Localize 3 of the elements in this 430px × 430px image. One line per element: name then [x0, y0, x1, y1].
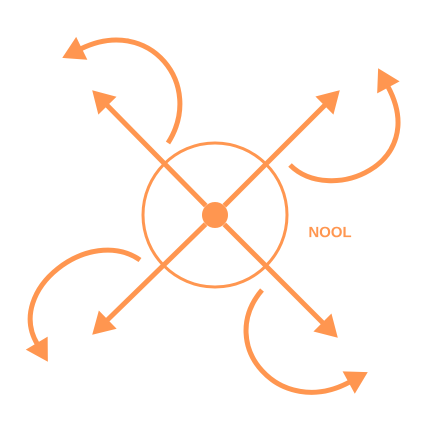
ring — [142, 142, 288, 288]
text-label: NOOL — [309, 226, 352, 238]
center-dot — [202, 202, 228, 228]
